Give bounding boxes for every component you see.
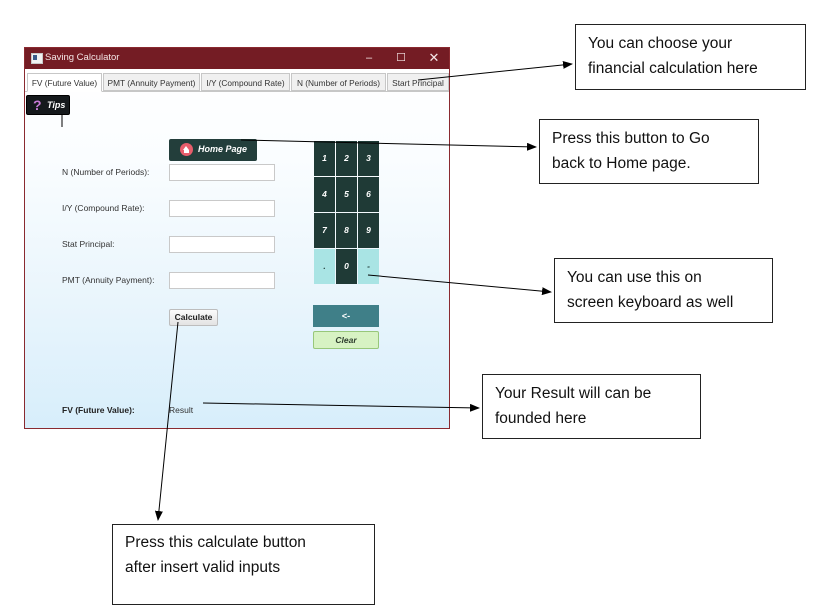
close-button[interactable]: ✕	[428, 50, 440, 65]
key-0[interactable]: 0	[336, 249, 357, 284]
annuity-payment-label: PMT (Annuity Payment):	[62, 275, 155, 285]
arrow-to-tabs-callout	[417, 60, 573, 81]
start-principal-input[interactable]	[169, 236, 275, 253]
help-icon: ?	[33, 97, 42, 113]
arrow-to-result-callout	[202, 402, 480, 412]
key-6[interactable]: 6	[358, 177, 379, 212]
home-page-label: Home Page	[198, 144, 248, 154]
compound-rate-input[interactable]	[169, 200, 275, 217]
tab-future-value[interactable]: FV (Future Value)	[27, 73, 102, 92]
result-value: Result	[169, 405, 194, 415]
annuity-payment-input[interactable]	[169, 272, 275, 289]
minimize-button[interactable]: –	[365, 52, 373, 64]
backspace-button[interactable]: <-	[313, 305, 379, 327]
tab-annuity-payment[interactable]: PMT (Annuity Payment)	[103, 73, 200, 91]
key-4[interactable]: 4	[314, 177, 335, 212]
tips-button[interactable]: ? Tips	[26, 95, 70, 115]
app-icon	[31, 53, 43, 64]
app-window: Saving Calculator – ☐ ✕ FV (Future Value…	[24, 47, 450, 429]
key-2[interactable]: 2	[336, 141, 357, 176]
tips-label: Tips	[47, 100, 66, 110]
result-label: FV (Future Value):	[62, 405, 135, 415]
start-principal-label: Stat Principal:	[62, 239, 115, 249]
arrow-to-keyboard-callout	[367, 274, 552, 296]
tab-start-principal[interactable]: Start Principal	[387, 73, 449, 91]
key-3[interactable]: 3	[358, 141, 379, 176]
tab-number-of-periods[interactable]: N (Number of Periods)	[291, 73, 386, 91]
window-content: FV (Future Value) PMT (Annuity Payment) …	[25, 69, 449, 428]
periods-input[interactable]	[169, 164, 275, 181]
key-1[interactable]: 1	[314, 141, 335, 176]
key-9[interactable]: 9	[358, 213, 379, 248]
calculate-button[interactable]: Calculate	[169, 309, 218, 326]
maximize-button[interactable]: ☐	[396, 52, 406, 64]
arrow-to-calculate-callout	[154, 321, 179, 521]
clear-button[interactable]: Clear	[313, 331, 379, 349]
arrow-to-home-callout	[240, 139, 537, 151]
tab-divider	[25, 91, 449, 92]
compound-rate-label: I/Y (Compound Rate):	[62, 203, 145, 213]
key-8[interactable]: 8	[336, 213, 357, 248]
key-7[interactable]: 7	[314, 213, 335, 248]
tab-compound-rate[interactable]: I/Y (Compound Rate)	[201, 73, 290, 91]
home-page-button[interactable]: Home Page	[169, 139, 257, 161]
home-icon	[180, 143, 193, 156]
window-title: Saving Calculator	[45, 52, 120, 63]
title-bar: Saving Calculator – ☐ ✕	[25, 48, 449, 69]
key-decimal[interactable]: .	[314, 249, 335, 284]
periods-label: N (Number of Periods):	[62, 167, 150, 177]
key-5[interactable]: 5	[336, 177, 357, 212]
